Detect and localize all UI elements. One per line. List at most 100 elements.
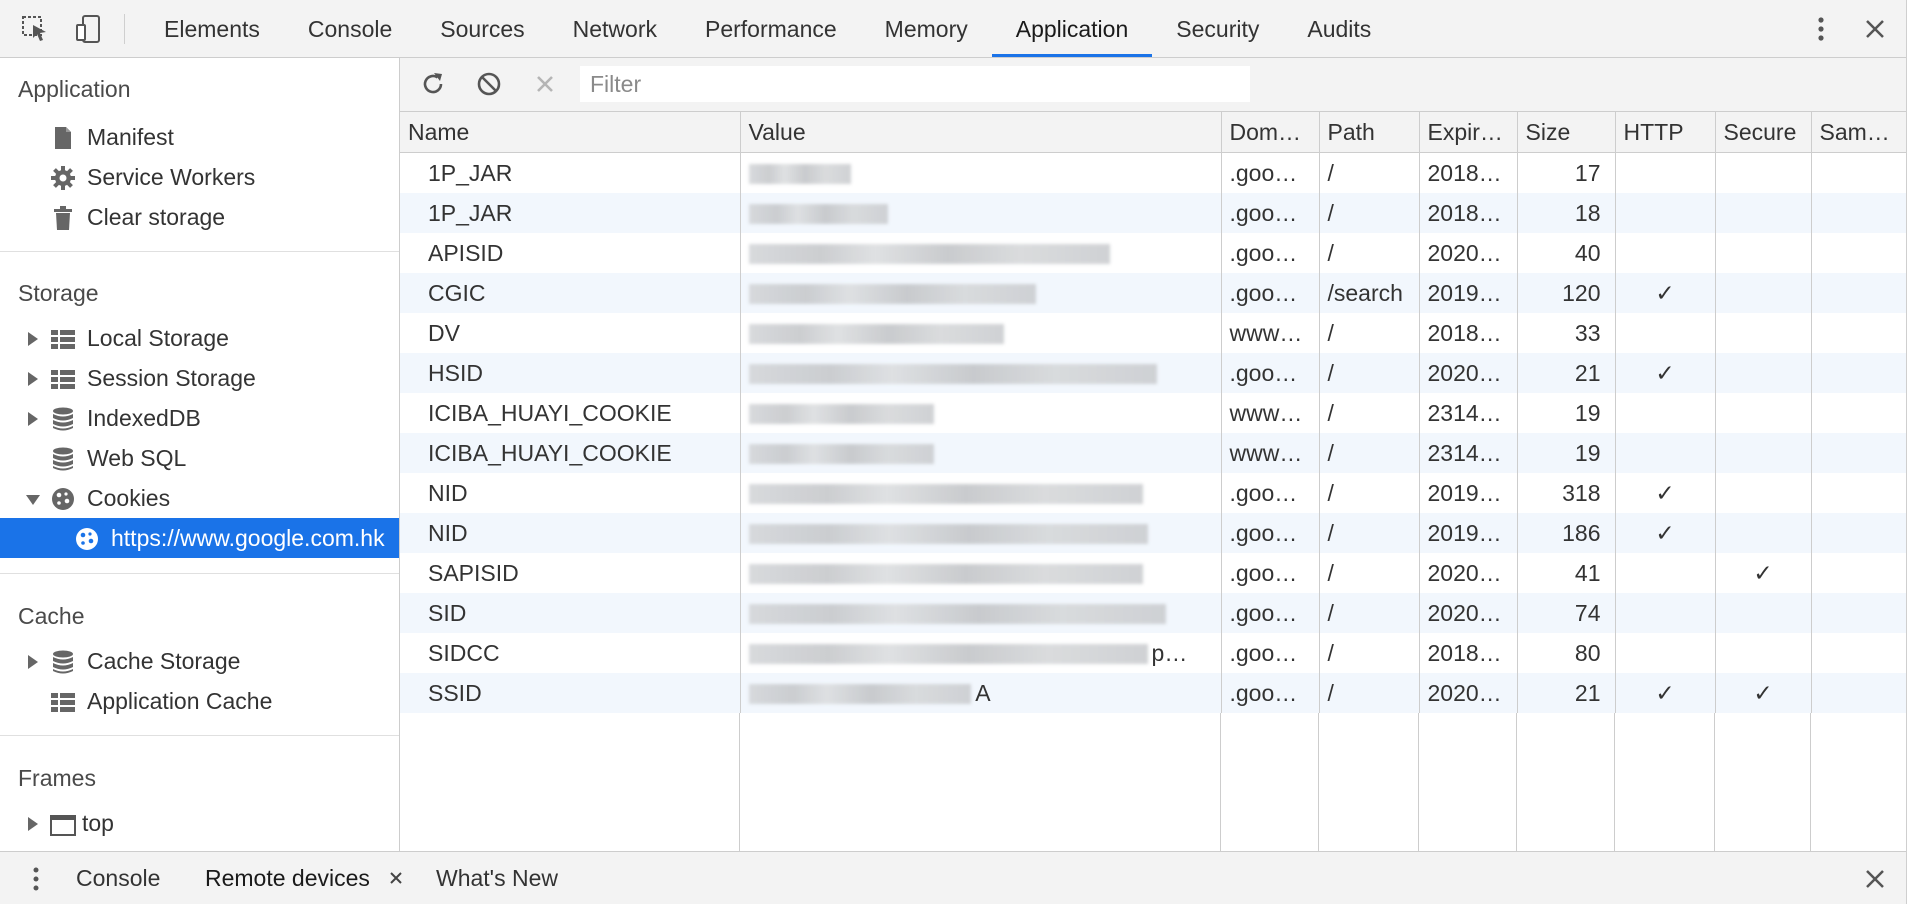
cookie-path-cell[interactable]: / <box>1319 393 1420 433</box>
cookie-size-cell[interactable]: 18 <box>1517 193 1616 233</box>
expand-arrow-icon[interactable] <box>28 817 38 831</box>
cookie-path-cell[interactable]: / <box>1319 433 1420 473</box>
cookie-name-cell[interactable]: DV <box>400 313 741 353</box>
cookie-value-cell[interactable] <box>740 233 1222 273</box>
cookie-domain-cell[interactable]: .goo… <box>1221 593 1320 633</box>
cookie-path-cell[interactable]: / <box>1319 152 1420 193</box>
cookie-expires-cell[interactable]: 2020… <box>1419 353 1518 393</box>
cookie-httponly-cell[interactable]: ✓ <box>1615 273 1716 313</box>
cookie-samesite-cell[interactable] <box>1811 673 1906 713</box>
cookie-path-cell[interactable]: / <box>1319 473 1420 513</box>
cookie-name-cell[interactable]: SID <box>400 593 741 633</box>
table-row[interactable]: APISID.goo…/2020…40 <box>400 233 1906 273</box>
cookie-value-cell[interactable] <box>740 513 1222 553</box>
cookie-name-cell[interactable]: SIDCC <box>400 633 741 673</box>
cookie-expires-cell[interactable]: 2018… <box>1419 152 1518 193</box>
cookie-name-cell[interactable]: SAPISID <box>400 553 741 593</box>
cookie-secure-cell[interactable] <box>1715 152 1812 193</box>
cookie-samesite-cell[interactable] <box>1811 593 1906 633</box>
cookie-path-cell[interactable]: / <box>1319 593 1420 633</box>
cookie-size-cell[interactable]: 33 <box>1517 313 1616 353</box>
cookie-name-cell[interactable]: NID <box>400 513 741 553</box>
cookie-domain-cell[interactable]: .goo… <box>1221 633 1320 673</box>
cookie-domain-cell[interactable]: www… <box>1221 313 1320 353</box>
cookie-size-cell[interactable]: 318 <box>1517 473 1616 513</box>
table-row[interactable]: SID.goo…/2020…74 <box>400 593 1906 633</box>
cookie-name-cell[interactable]: APISID <box>400 233 741 273</box>
column-header-secure[interactable]: Secure <box>1715 112 1812 153</box>
device-toolbar-icon[interactable] <box>74 14 104 44</box>
cookie-samesite-cell[interactable] <box>1811 553 1906 593</box>
tab-sources[interactable]: Sources <box>440 16 525 42</box>
cookie-size-cell[interactable]: 21 <box>1517 673 1616 713</box>
cookie-samesite-cell[interactable] <box>1811 152 1906 193</box>
column-header-value[interactable]: Value <box>740 112 1222 153</box>
cookie-expires-cell[interactable]: 2019… <box>1419 273 1518 313</box>
cookie-value-cell[interactable] <box>740 473 1222 513</box>
cookie-size-cell[interactable]: 41 <box>1517 553 1616 593</box>
column-header-domain[interactable]: Dom… <box>1221 112 1320 153</box>
drawer-tab-console[interactable]: Console <box>76 865 161 891</box>
sidebar-item-local-storage[interactable]: Local Storage <box>0 318 399 358</box>
cookie-expires-cell[interactable]: 2018… <box>1419 313 1518 353</box>
cookie-samesite-cell[interactable] <box>1811 353 1906 393</box>
cookie-value-cell[interactable]: A <box>740 673 1222 713</box>
cookie-httponly-cell[interactable] <box>1615 393 1716 433</box>
cookie-path-cell[interactable]: / <box>1319 233 1420 273</box>
column-header-expires[interactable]: Expir… <box>1419 112 1518 153</box>
cookie-secure-cell[interactable] <box>1715 233 1812 273</box>
cookie-httponly-cell[interactable] <box>1615 233 1716 273</box>
table-row[interactable]: 1P_JAR.goo…/2018…17 <box>400 152 1906 193</box>
cookie-httponly-cell[interactable]: ✓ <box>1615 513 1716 553</box>
cookie-value-cell[interactable] <box>740 593 1222 633</box>
cookie-samesite-cell[interactable] <box>1811 393 1906 433</box>
cookie-expires-cell[interactable]: 2018… <box>1419 633 1518 673</box>
filter-input[interactable] <box>580 66 1250 102</box>
cookie-secure-cell[interactable] <box>1715 433 1812 473</box>
close-drawer-icon[interactable] <box>1860 864 1890 894</box>
expand-arrow-icon[interactable] <box>28 332 38 346</box>
cookie-size-cell[interactable]: 19 <box>1517 433 1616 473</box>
cookie-value-cell[interactable] <box>740 393 1222 433</box>
sidebar-item-cookies[interactable]: Cookies <box>0 478 399 518</box>
cookie-value-cell[interactable] <box>740 193 1222 233</box>
cookie-httponly-cell[interactable] <box>1615 433 1716 473</box>
cookie-size-cell[interactable]: 19 <box>1517 393 1616 433</box>
sidebar-item-clear-storage[interactable]: Clear storage <box>0 197 399 237</box>
cookie-domain-cell[interactable]: .goo… <box>1221 513 1320 553</box>
expand-arrow-icon[interactable] <box>28 412 38 426</box>
cookie-name-cell[interactable]: HSID <box>400 353 741 393</box>
more-options-icon[interactable] <box>1806 14 1836 44</box>
cookie-value-cell[interactable] <box>740 433 1222 473</box>
tab-network[interactable]: Network <box>572 16 657 42</box>
cookie-size-cell[interactable]: 186 <box>1517 513 1616 553</box>
cookie-path-cell[interactable]: / <box>1319 633 1420 673</box>
cookie-samesite-cell[interactable] <box>1811 233 1906 273</box>
cookie-path-cell[interactable]: / <box>1319 553 1420 593</box>
cookie-samesite-cell[interactable] <box>1811 313 1906 353</box>
sidebar-item-frame-top[interactable]: top <box>0 803 399 843</box>
tab-console[interactable]: Console <box>307 16 393 42</box>
column-header-path[interactable]: Path <box>1319 112 1420 153</box>
cookie-value-cell[interactable] <box>740 353 1222 393</box>
sidebar-item-session-storage[interactable]: Session Storage <box>0 358 399 398</box>
cookie-httponly-cell[interactable] <box>1615 152 1716 193</box>
cookie-expires-cell[interactable]: 2314… <box>1419 433 1518 473</box>
sidebar-item-application-cache[interactable]: Application Cache <box>0 681 399 721</box>
column-header-samesite[interactable]: Sam… <box>1811 112 1906 153</box>
close-devtools-icon[interactable] <box>1860 14 1890 44</box>
cookie-domain-cell[interactable]: .goo… <box>1221 152 1320 193</box>
table-row[interactable]: SAPISID.goo…/2020…41✓ <box>400 553 1906 593</box>
cookie-samesite-cell[interactable] <box>1811 433 1906 473</box>
cookie-secure-cell[interactable] <box>1715 313 1812 353</box>
drawer-tab-remote-devices[interactable]: Remote devices <box>205 865 370 891</box>
cookie-expires-cell[interactable]: 2018… <box>1419 193 1518 233</box>
tab-audits[interactable]: Audits <box>1307 16 1372 42</box>
cookie-samesite-cell[interactable] <box>1811 193 1906 233</box>
table-row[interactable]: 1P_JAR.goo…/2018…18 <box>400 193 1906 233</box>
cookie-domain-cell[interactable]: .goo… <box>1221 273 1320 313</box>
